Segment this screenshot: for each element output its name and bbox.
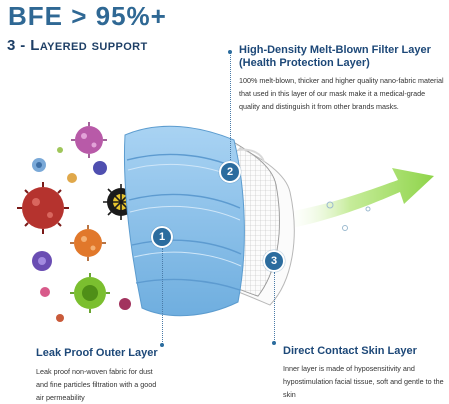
virus-icon	[93, 161, 107, 175]
virus-cluster	[17, 122, 139, 322]
leader-line-inner	[274, 272, 275, 342]
leader-line-filter	[230, 52, 231, 160]
ear-loop	[237, 148, 265, 163]
layer-1-badge: 1	[151, 226, 173, 248]
virus-icon	[17, 182, 69, 234]
leader-dot-icon	[228, 50, 232, 54]
airflow-arrow-icon	[282, 168, 434, 230]
leader-line-outer	[162, 248, 163, 344]
virus-icon	[57, 147, 77, 183]
virus-icon	[70, 225, 106, 261]
headline: BFE > 95%+	[8, 1, 167, 31]
outer-layer-title: Leak Proof Outer Layer	[36, 347, 158, 359]
virus-icon	[70, 273, 110, 313]
leader-dot-icon	[272, 341, 276, 345]
outer-blue-layer	[123, 125, 245, 317]
filter-layer-title: High-Density Melt-Blown Filter Layer (He…	[239, 44, 431, 69]
leader-dot-icon	[160, 343, 164, 347]
virus-icon	[71, 122, 107, 158]
layer-2-badge: 2	[219, 161, 241, 183]
virus-icon	[32, 158, 46, 172]
layer-3-badge: 3	[263, 250, 285, 272]
outer-layer-description: Leak proof non-woven fabric for dust and…	[36, 367, 157, 402]
virus-icon	[40, 287, 131, 322]
virus-icon	[32, 251, 52, 271]
inner-layer-title: Direct Contact Skin Layer	[283, 345, 417, 357]
inner-layer-description: Inner layer is made of hyposensitivity a…	[283, 364, 444, 399]
filter-layer-description: 100% melt-blown, thicker and higher qual…	[239, 76, 444, 111]
subheading: 3 - Layered support	[7, 37, 148, 54]
